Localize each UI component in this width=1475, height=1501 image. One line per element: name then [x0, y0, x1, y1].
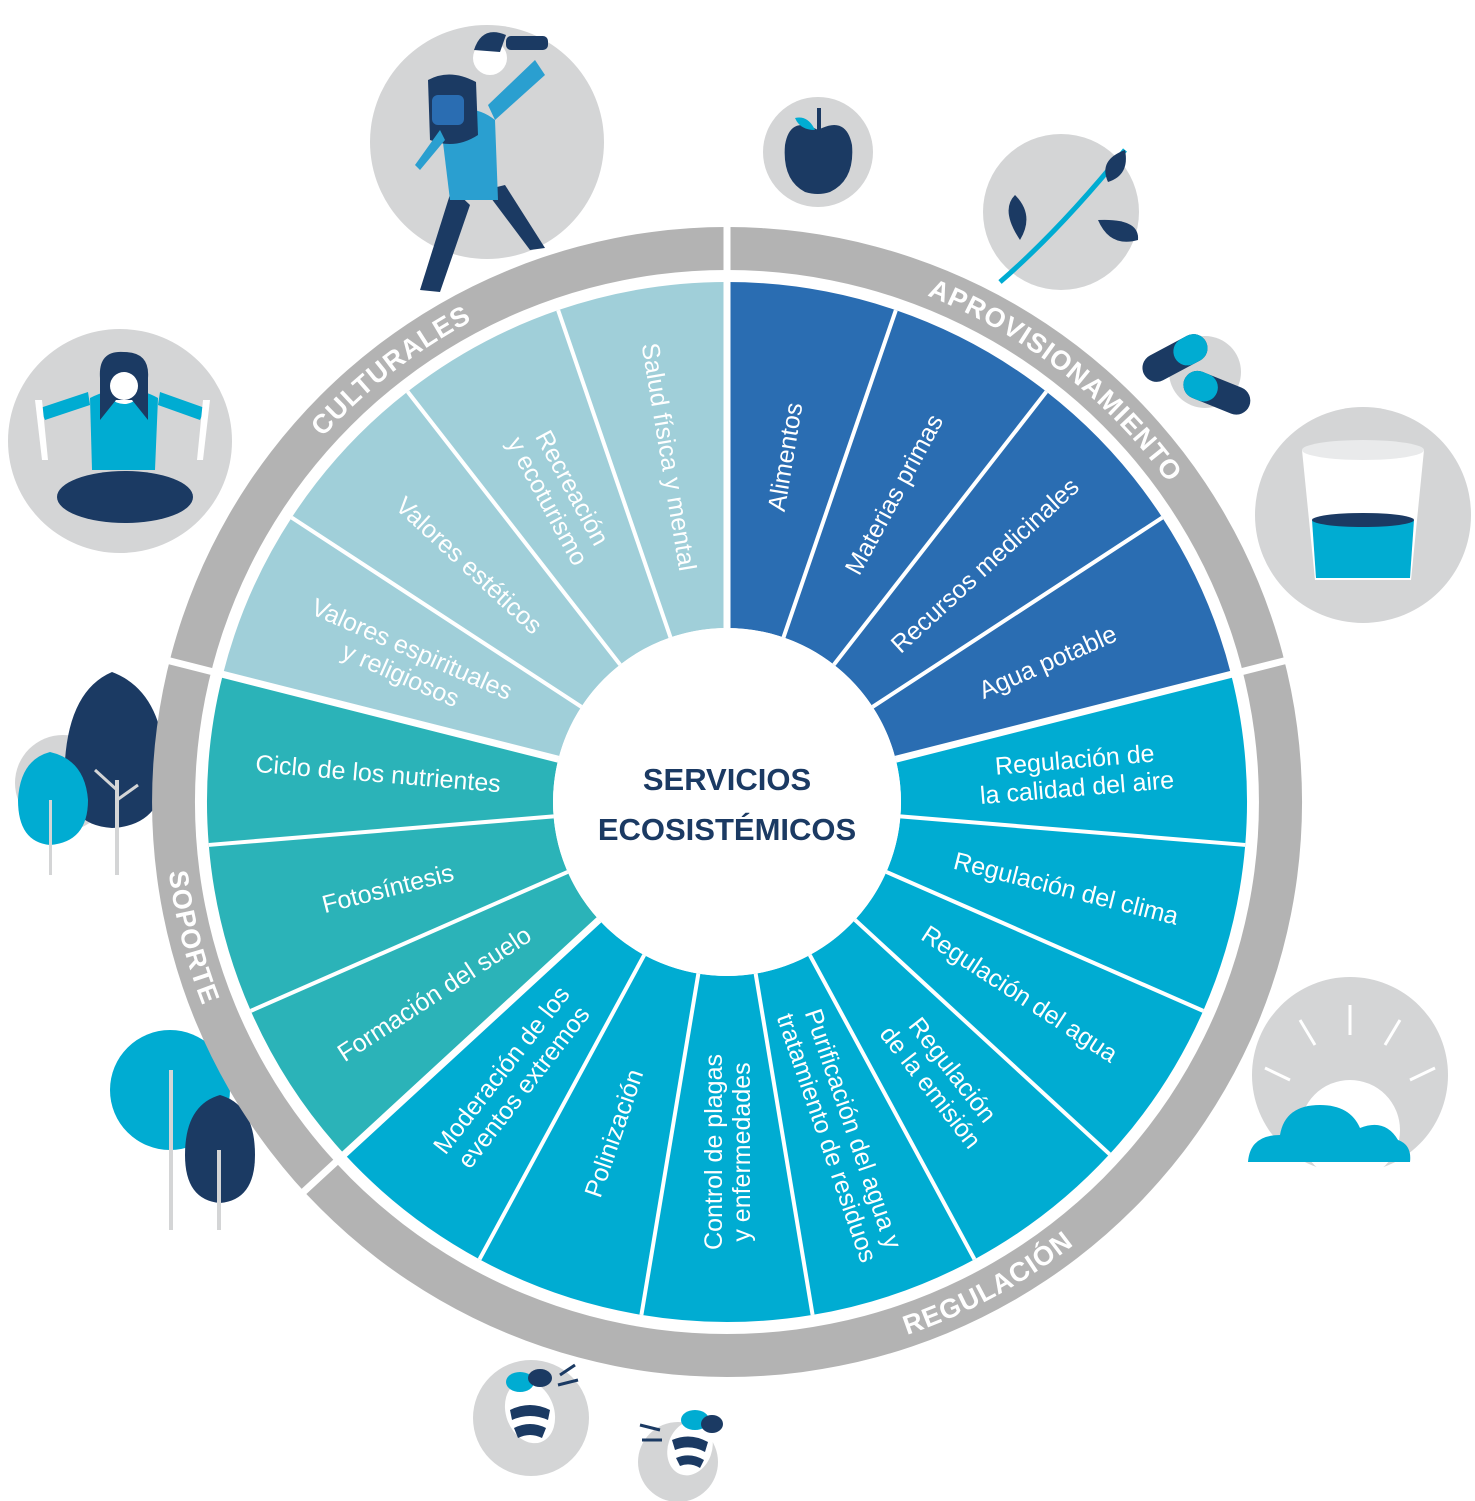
apple-icon	[763, 97, 873, 207]
segment-label-line: y enfermedades	[728, 1062, 756, 1241]
category-divider	[894, 656, 1288, 763]
segment-divider	[832, 390, 1048, 666]
service-segment	[872, 517, 1232, 760]
service-segment	[479, 955, 699, 1315]
bee-icon	[638, 1410, 723, 1501]
service-segment	[783, 310, 1047, 665]
service-segment	[291, 391, 621, 707]
sun-cloud-icon	[1248, 977, 1448, 1180]
segment-divider	[853, 918, 1111, 1156]
service-segment	[407, 310, 671, 665]
category-divider	[166, 656, 560, 763]
center-title-line2: ECOSISTÉMICOS	[598, 812, 856, 847]
plant-sprig-icon	[983, 134, 1139, 290]
service-segment	[222, 517, 582, 760]
segment-divider	[885, 870, 1205, 1013]
segment-separators	[166, 225, 1288, 1316]
service-segments	[206, 282, 1247, 1323]
segment-divider	[208, 814, 554, 847]
category-divider	[300, 917, 602, 1196]
service-segment	[344, 919, 645, 1260]
service-segment	[250, 871, 599, 1155]
center-title-line1: SERVICIOS	[643, 762, 811, 797]
service-segment	[755, 955, 975, 1315]
segment-divider	[639, 973, 701, 1316]
segment-label-line: Control de plagas	[700, 1054, 728, 1250]
tree-icon	[15, 672, 166, 875]
segment-divider	[477, 954, 646, 1261]
medicine-capsules-icon	[1142, 334, 1251, 415]
segment-divider	[249, 870, 569, 1013]
meditating-woman-icon	[8, 329, 232, 553]
bee-icon	[473, 1360, 589, 1476]
service-segment	[727, 282, 896, 638]
service-segment	[886, 816, 1246, 1011]
hiker-icon	[370, 25, 604, 292]
segment-divider	[900, 814, 1246, 847]
segment-divider	[781, 309, 898, 639]
service-segment	[208, 816, 568, 1011]
segment-divider	[871, 515, 1164, 709]
segment-divider	[808, 954, 977, 1261]
segment-divider	[406, 390, 622, 666]
water-glass-icon	[1255, 407, 1471, 623]
service-segment	[206, 674, 559, 845]
service-segment	[833, 391, 1163, 707]
segment-divider	[753, 973, 815, 1316]
service-segment	[809, 919, 1110, 1260]
service-segment	[895, 674, 1247, 845]
tree-icon	[110, 1030, 255, 1230]
center-circle	[553, 628, 901, 976]
service-segment	[855, 871, 1204, 1155]
segment-divider	[290, 515, 583, 709]
service-segment	[558, 282, 727, 638]
segment-divider	[556, 309, 673, 639]
